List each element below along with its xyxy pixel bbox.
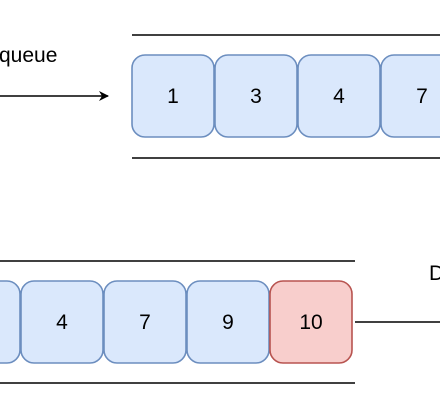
bottom-queue-cells: 4 7 9 10	[0, 280, 353, 364]
bottom-queue-cell	[0, 280, 21, 364]
dequeue-section: 4 7 9 10 D	[0, 260, 440, 384]
top-queue-cell	[214, 54, 298, 138]
top-queue-cell	[131, 54, 215, 138]
dequeue-label: D	[429, 262, 440, 285]
bottom-queue-cell	[186, 280, 270, 364]
bottom-queue-cell-value: 10	[299, 311, 322, 334]
top-queue-cell-value: 4	[333, 85, 345, 108]
top-queue-cell	[297, 54, 381, 138]
enqueue-section: queue 1 3 4 7	[0, 34, 440, 159]
bottom-queue-cell	[269, 280, 353, 364]
top-queue-cell-value: 3	[250, 85, 262, 108]
bottom-queue-cell	[103, 280, 187, 364]
top-queue-cell	[380, 54, 440, 138]
bottom-queue-cell-value: 4	[56, 311, 68, 334]
top-queue-cell-value: 1	[167, 85, 179, 108]
bottom-queue-cell	[20, 280, 104, 364]
bottom-queue-cell-value: 9	[222, 311, 234, 334]
top-queue-cell-value: 7	[416, 85, 428, 108]
bottom-queue-cell-value: 7	[139, 311, 151, 334]
top-queue-cells: 1 3 4 7	[131, 54, 440, 138]
enqueue-label: queue	[0, 44, 57, 67]
